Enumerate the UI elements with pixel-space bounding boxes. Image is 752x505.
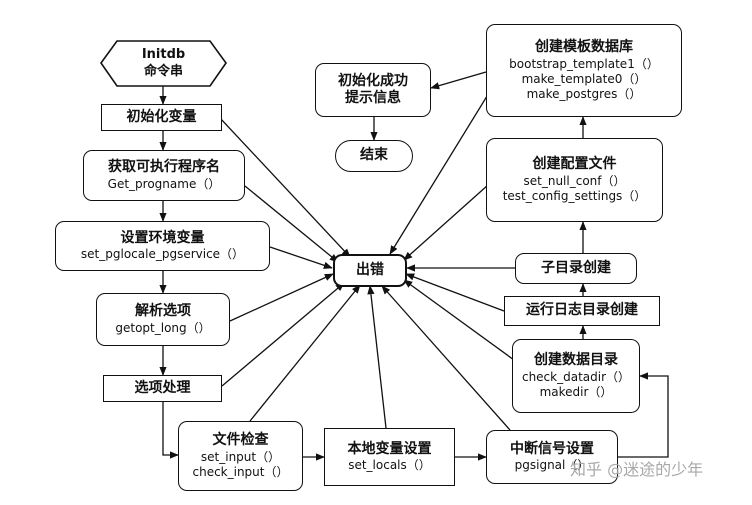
template-db-node: 创建模板数据库 bootstrap_template1（） make_templ… (486, 24, 682, 117)
subdir-title: 子目录创建 (541, 259, 611, 276)
end-title: 结束 (360, 147, 388, 164)
edge-locals-to-error (367, 285, 387, 429)
set-env-title: 设置环境变量 (120, 229, 205, 246)
parse-opts-title: 解析选项 (135, 303, 191, 320)
init-vars-title: 初始化变量 (126, 108, 197, 125)
locals-node: 本地变量设置 set_locals（） (324, 428, 455, 486)
locals-title: 本地变量设置 (347, 440, 432, 457)
edge-setenv-to-error (269, 246, 333, 269)
initdb-line1: Initdb (141, 47, 186, 63)
edge-logdir-to-error (405, 273, 505, 312)
template-db-func3: make_postgres（） (526, 86, 642, 101)
edge-filecheck-to-error (249, 284, 361, 422)
edge-signal-to-datadir (618, 372, 669, 458)
edge-template-to-success (430, 71, 487, 90)
get-progname-func: Get_progname（） (107, 176, 221, 191)
edge-initvars-to-error (219, 117, 351, 258)
set-env-func: set_pglocale_pgservice（） (80, 247, 245, 262)
config-title: 创建配置文件 (532, 156, 617, 173)
file-check-func1: set_input（） (200, 449, 281, 464)
locals-func: set_locals（） (348, 458, 431, 473)
create-datadir-func2: makedir（） (539, 384, 613, 399)
parse-opts-node: 解析选项 getopt_long（） (96, 293, 230, 346)
log-dir-node: 运行日志目录创建 (504, 296, 660, 326)
file-check-node: 文件检查 set_input（） check_input（） (178, 421, 303, 491)
edge-handleopts-to-filecheck (162, 402, 179, 459)
end-node: 结束 (335, 140, 413, 172)
create-datadir-title: 创建数据目录 (534, 352, 618, 369)
file-check-title: 文件检查 (212, 432, 269, 449)
initdb-line2: 命令串 (143, 63, 183, 79)
initdb-hexagon-shape (100, 40, 227, 87)
create-datadir-func1: check_datadir（） (521, 369, 631, 384)
parse-opts-func: getopt_long（） (115, 320, 211, 335)
success-node: 初始化成功 提示信息 (315, 63, 431, 117)
initdb-command-node: Initdb 命令串 (101, 41, 226, 86)
get-progname-title: 获取可执行程序名 (108, 159, 220, 176)
set-env-node: 设置环境变量 set_pglocale_pgservice（） (55, 221, 270, 271)
subdir-node: 子目录创建 (515, 253, 637, 284)
signal-node: 中断信号设置 pgsignal（） (486, 430, 618, 484)
watermark-text: 知乎 @迷途的少年 (570, 460, 704, 479)
error-title: 出错 (356, 261, 384, 278)
edge-signal-to-error (381, 285, 511, 431)
signal-func: pgsignal（） (514, 458, 590, 473)
edge-template-to-error (389, 87, 493, 255)
edge-getprogname-to-error (244, 185, 339, 263)
handle-opts-title: 选项处理 (134, 379, 191, 396)
config-func2: test_config_settings（） (502, 188, 647, 203)
error-node: 出错 (333, 254, 407, 287)
edge-parseopts-to-error (229, 273, 334, 322)
edge-config-to-error (403, 184, 489, 261)
config-func1: set_null_conf（） (523, 173, 626, 188)
template-db-func2: make_template0（） (521, 71, 647, 86)
success-line1: 初始化成功 (338, 72, 408, 89)
file-check-func2: check_input（） (192, 464, 289, 479)
log-dir-title: 运行日志目录创建 (526, 302, 638, 319)
config-node: 创建配置文件 set_null_conf（） test_config_setti… (486, 138, 663, 222)
init-vars-node: 初始化变量 (101, 104, 222, 131)
edge-handleopts-to-error (221, 282, 345, 387)
template-db-func1: bootstrap_template1（） (509, 56, 659, 71)
template-db-title: 创建模板数据库 (535, 39, 633, 56)
handle-opts-node: 选项处理 (103, 375, 222, 402)
edge-datadir-to-error (403, 279, 515, 361)
signal-title: 中断信号设置 (510, 440, 594, 457)
get-progname-node: 获取可执行程序名 Get_progname（） (83, 150, 245, 201)
success-line2: 提示信息 (345, 90, 401, 106)
create-datadir-node: 创建数据目录 check_datadir（） makedir（） (512, 339, 640, 413)
